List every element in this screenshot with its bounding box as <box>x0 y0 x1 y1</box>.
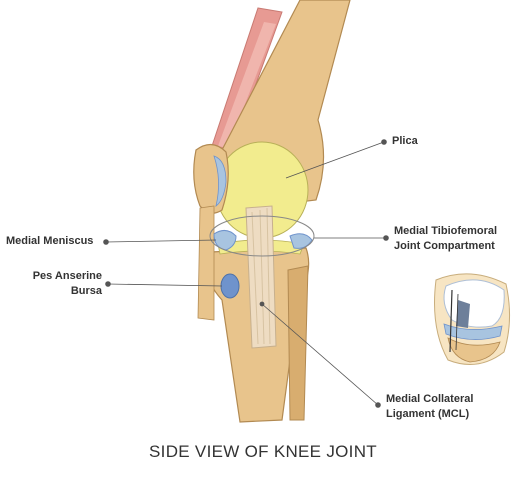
quadriceps-tendon <box>218 22 276 148</box>
joint-compartment-ring <box>209 215 315 257</box>
label-medial-tibiofemoral: Medial Tibiofemoral Joint Compartment <box>394 224 497 254</box>
label-pes-anserine: Pes Anserine Bursa <box>20 269 102 299</box>
label-pes-anserine-line2: Bursa <box>70 285 102 297</box>
fibula <box>287 265 309 421</box>
label-pes-anserine-line1: Pes Anserine <box>32 270 102 282</box>
label-mcl-line1: Medial Collateral <box>386 393 474 405</box>
label-medial-tibiofemoral-line2: Joint Compartment <box>394 240 495 252</box>
label-medial-meniscus: Medial Meniscus <box>6 235 94 247</box>
inset-front-view <box>434 273 511 365</box>
patellar-cartilage <box>213 155 227 207</box>
label-mcl: Medial Collateral Ligament (MCL) <box>386 392 473 422</box>
label-medial-tibiofemoral-line1: Medial Tibiofemoral <box>394 225 498 237</box>
medial-meniscus-shape <box>213 230 237 251</box>
diagram-title: SIDE VIEW OF KNEE JOINT <box>149 442 377 461</box>
pes-anserine-bursa <box>220 273 240 299</box>
patellar-tendon <box>197 205 215 321</box>
label-plica: Plica <box>392 135 418 147</box>
label-mcl-line2: Ligament (MCL) <box>386 408 470 420</box>
